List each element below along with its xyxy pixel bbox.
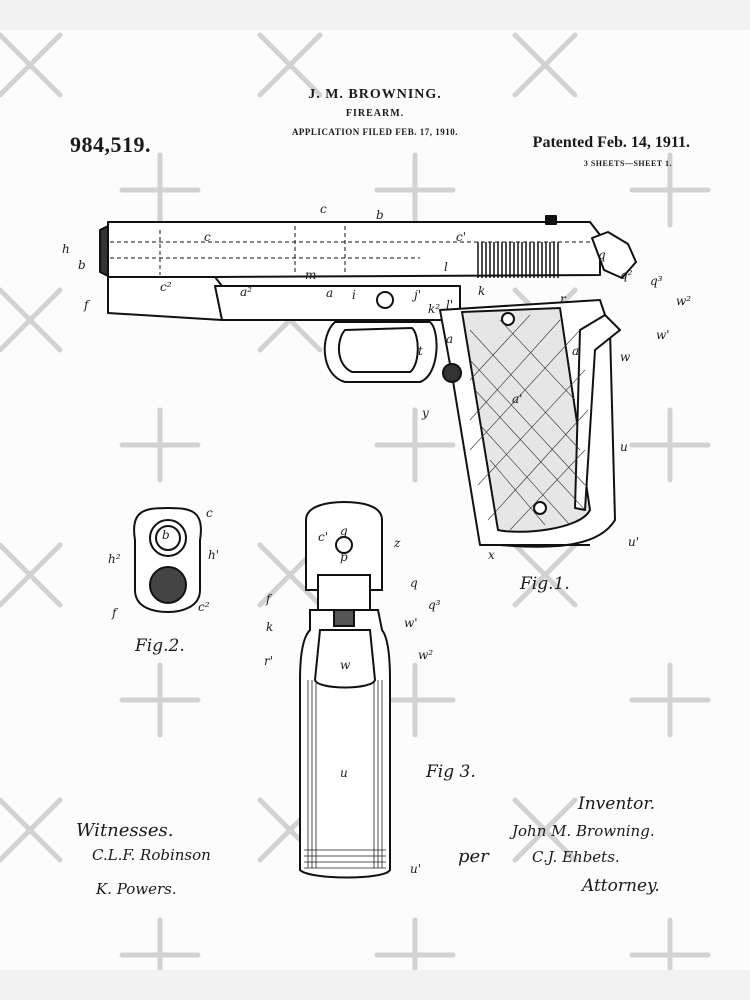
fig1-label-u: u (620, 440, 628, 454)
fig1-label-l: l (444, 260, 448, 274)
fig1-label-a: a (326, 286, 334, 300)
inventor-name-header: J. M. BROWNING. (308, 87, 442, 102)
fig2-label-h1: h' (208, 548, 220, 562)
fig1-label-a2: a² (240, 285, 252, 299)
fig1-label-k: k (478, 284, 486, 298)
witnesses-label: Witnesses. (76, 820, 174, 841)
fig3-label-z: z (394, 536, 401, 550)
fig1-label-u1: u' (628, 535, 640, 549)
fig1-label-k2: k² (428, 302, 441, 316)
per-label: per (458, 846, 489, 867)
attorney-label: Attorney. (582, 876, 660, 896)
fig1-label-c-main: c (204, 230, 211, 244)
fig3-label-q3: q³ (428, 598, 441, 612)
fig3-rear-view (299, 500, 391, 879)
fig1-label-c-top: c (320, 202, 327, 216)
fig3-label-w: w (340, 658, 351, 672)
fig1-label-j: j' (414, 288, 422, 302)
fig3-label-k: k (266, 620, 274, 634)
fig3-label-q: q (410, 576, 418, 590)
fig2-label-b: b (162, 528, 170, 542)
fig1-label-a-trig: a (446, 332, 454, 346)
fig1-label-c-prime: c' (456, 230, 467, 244)
fig1-label-l2: l' (446, 298, 454, 312)
fig3-label-c1: c' (318, 530, 329, 544)
fig1-label-w2: w² (676, 294, 692, 308)
application-filed: APPLICATION FILED FEB. 17, 1910. (291, 127, 459, 137)
fig1-label-f: f (84, 298, 89, 312)
patent-date: Patented Feb. 14, 1911. (532, 134, 690, 151)
fig1-label-w: w (620, 350, 631, 364)
inventor-label: Inventor. (578, 794, 656, 814)
fig2-caption: Fig.2. (135, 636, 185, 656)
fig3-label-f: f (266, 592, 271, 606)
sheet-count: 3 SHEETS—SHEET 1. (583, 159, 672, 168)
fig2-muzzle-view (133, 506, 202, 614)
fig3-label-p: p (340, 550, 348, 564)
fig1-label-m: m (305, 268, 317, 282)
fig1-label-h: h (62, 242, 70, 256)
fig2-label-c: c (206, 506, 213, 520)
fig2-label-f: f (112, 606, 117, 620)
fig1-label-r: r (560, 292, 566, 306)
patent-sheet: J. M. BROWNING. FIREARM. APPLICATION FIL… (0, 30, 750, 970)
witness-signature-1: C.L.F. Robinson (92, 846, 211, 864)
fig3-label-g: g (340, 524, 348, 538)
attorney-signature: C.J. Ehbets. (532, 848, 620, 866)
fig1-label-a-right: a (572, 344, 580, 358)
fig1-label-q: q (598, 248, 606, 262)
fig1-label-b-left: b (78, 258, 86, 272)
fig1-label-x: x (488, 548, 495, 562)
fig3-label-r1: r' (264, 654, 274, 668)
fig1-label-i: i (352, 288, 356, 302)
witness-signature-2: K. Powers. (96, 880, 177, 898)
fig1-label-c2: c² (160, 280, 172, 294)
inventor-signature: John M. Browning. (512, 822, 655, 840)
fig1-label-q3: q³ (650, 274, 663, 288)
fig3-label-u1: u' (410, 862, 422, 876)
fig3-label-u: u (340, 766, 348, 780)
fig1-label-b-top: b (376, 208, 384, 222)
patent-number: 984,519. (70, 132, 151, 157)
fig1-caption: Fig.1. (520, 574, 570, 594)
fig1-label-w1: w' (656, 328, 670, 342)
fig3-label-w2: w² (418, 648, 434, 662)
fig2-label-c2: c² (198, 600, 210, 614)
fig1-label-t: t (418, 344, 423, 358)
invention-title: FIREARM. (345, 108, 405, 119)
fig1-label-y: y (422, 406, 429, 420)
fig2-label-h2: h² (108, 552, 121, 566)
fig1-pistol-side-view (99, 215, 637, 548)
fig1-label-q2: q² (620, 268, 633, 282)
fig1-label-a1: a' (512, 392, 523, 406)
fig3-label-w1: w' (404, 616, 418, 630)
fig3-caption: Fig 3. (426, 762, 476, 782)
